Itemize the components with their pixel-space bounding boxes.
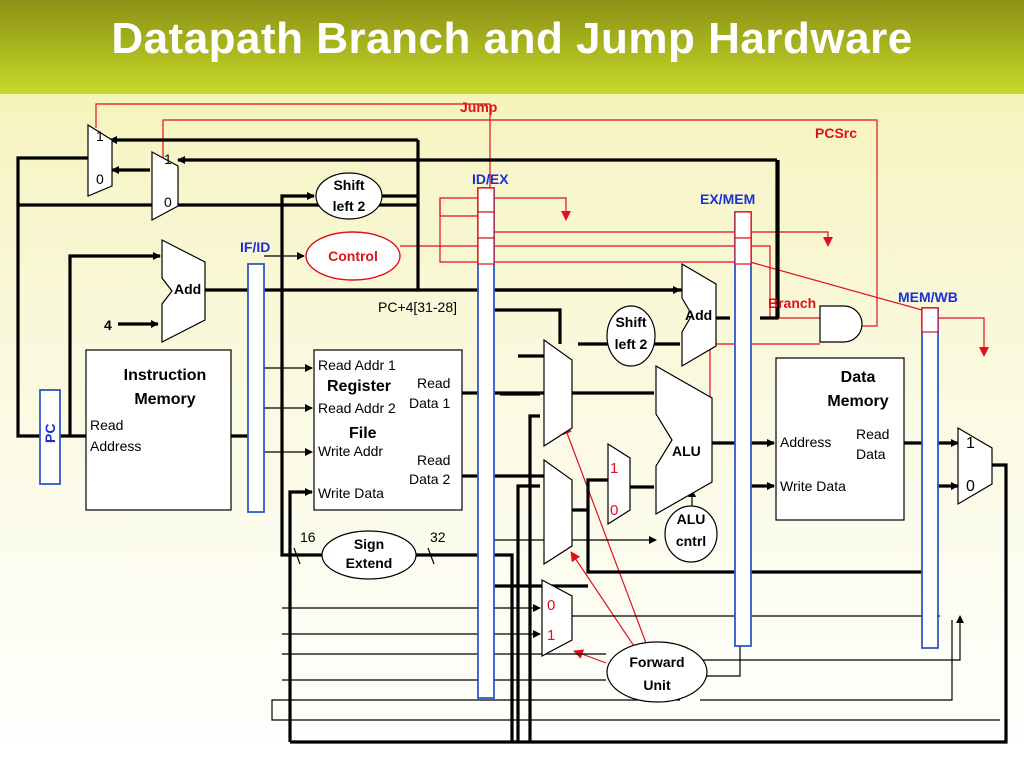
fwd-mux-a — [543, 338, 573, 448]
reg-write-data: Write Data — [318, 485, 384, 501]
control-unit: Control — [305, 231, 401, 281]
alu: ALU — [655, 364, 713, 516]
shift-top-line1: Shift — [333, 177, 364, 193]
and-gate — [819, 305, 863, 343]
pc-plus4-bits-label: PC+4[31-28] — [378, 299, 457, 315]
pc-label: PC — [42, 424, 58, 443]
reg-read-addr2: Read Addr 2 — [318, 400, 396, 416]
shift-ex-line1: Shift — [615, 314, 646, 330]
memwb-label: MEM/WB — [898, 289, 958, 305]
reg-read-data2-b: Data 2 — [409, 471, 450, 487]
control-signal-wires — [95, 103, 989, 664]
exmem-label: EX/MEM — [700, 191, 755, 207]
regdst-mux-label-1: 1 — [547, 627, 555, 644]
pc-register: PC — [39, 389, 61, 485]
data-mem-read-data: Data — [856, 446, 886, 462]
sign-extend-line1: Sign — [354, 536, 384, 552]
datapath-wires — [16, 136, 1008, 744]
pcsrc-mux-label-1: 1 — [164, 151, 172, 167]
alu-cntrl-line1: ALU — [677, 511, 706, 527]
const-4-label: 4 — [104, 317, 112, 333]
reg-read-data1-b: Data 1 — [409, 395, 450, 411]
instr-mem-title: Instruction — [124, 367, 207, 384]
reg-read-data1-a: Read — [417, 375, 450, 391]
register-file: Read Addr 1 Register Read Addr 2 File Wr… — [313, 349, 463, 511]
data-memory: Data Memory Address Read Data Write Data — [775, 357, 905, 521]
alu-cntrl-line2: cntrl — [676, 533, 706, 549]
shift-ex-line2: left 2 — [615, 336, 648, 352]
data-mem-write-data: Write Data — [780, 478, 846, 494]
control-label: Control — [328, 248, 378, 264]
wb-mux-label-1: 1 — [966, 435, 975, 452]
instr-mem-title-2: Memory — [134, 391, 195, 408]
fwd-mux-b — [543, 458, 573, 566]
alusrc-mux: 1 0 — [607, 442, 631, 526]
alu-label: ALU — [672, 443, 701, 459]
regdst-mux-label-0: 0 — [547, 597, 555, 614]
jump-mux-label-0: 0 — [96, 171, 104, 187]
forward-unit-line2: Unit — [643, 677, 671, 693]
data-mem-title: Data — [841, 369, 876, 386]
bits-16-label: 16 — [300, 529, 316, 545]
jump-mux: 1 0 — [87, 123, 113, 197]
add-if: Add — [161, 239, 206, 343]
reg-title: Register — [327, 378, 391, 395]
instruction-memory: Instruction Memory Read Address — [85, 349, 232, 511]
reg-write-addr: Write Addr — [318, 443, 383, 459]
exmem-register: EX/MEM — [700, 191, 755, 647]
instr-mem-address: Address — [90, 438, 141, 454]
pcsrc-label: PCSrc — [815, 125, 857, 141]
data-mem-title-2: Memory — [827, 393, 888, 410]
forward-unit: Forward Unit — [606, 641, 708, 703]
sign-extend-line2: Extend — [346, 555, 393, 571]
jump-label: Jump — [460, 99, 497, 115]
alusrc-mux-label-0: 0 — [610, 502, 618, 519]
jump-mux-label-1: 1 — [96, 128, 104, 144]
instr-mem-read: Read — [90, 417, 123, 433]
wb-mux-label-0: 0 — [966, 478, 975, 495]
branch-label: Branch — [768, 295, 816, 311]
pcsrc-mux-label-0: 0 — [164, 194, 172, 210]
writeback-mux: 1 0 — [957, 426, 993, 506]
reg-read-addr1: Read Addr 1 — [318, 357, 396, 373]
pcsrc-mux: 1 0 — [151, 150, 179, 222]
reg-read-data2-a: Read — [417, 452, 450, 468]
bits-32-label: 32 — [430, 529, 446, 545]
add-if-label: Add — [174, 281, 201, 297]
slide-title: Datapath Branch and Jump Hardware — [111, 14, 913, 63]
sign-extend: Sign Extend — [321, 530, 417, 580]
ifid-label: IF/ID — [240, 239, 270, 255]
data-mem-read: Read — [856, 426, 889, 442]
ifid-register: IF/ID — [240, 239, 270, 513]
alu-control: ALU cntrl — [664, 505, 718, 563]
add-ex: Add — [681, 262, 717, 368]
shift-left-2-top: Shift left 2 — [315, 172, 383, 220]
alusrc-mux-label-1: 1 — [610, 460, 618, 477]
regdst-mux: 0 1 — [541, 579, 573, 657]
idex-label: ID/EX — [472, 171, 509, 187]
shift-top-line2: left 2 — [333, 198, 366, 214]
add-ex-label: Add — [685, 307, 712, 323]
shift-left-2-ex: Shift left 2 — [606, 305, 656, 367]
forward-unit-line1: Forward — [629, 654, 684, 670]
data-mem-address: Address — [780, 434, 831, 450]
reg-title-2: File — [349, 425, 377, 442]
memwb-register: MEM/WB — [898, 289, 958, 649]
title-bar: Datapath Branch and Jump Hardware — [0, 0, 1024, 94]
idex-register: ID/EX — [472, 171, 509, 699]
